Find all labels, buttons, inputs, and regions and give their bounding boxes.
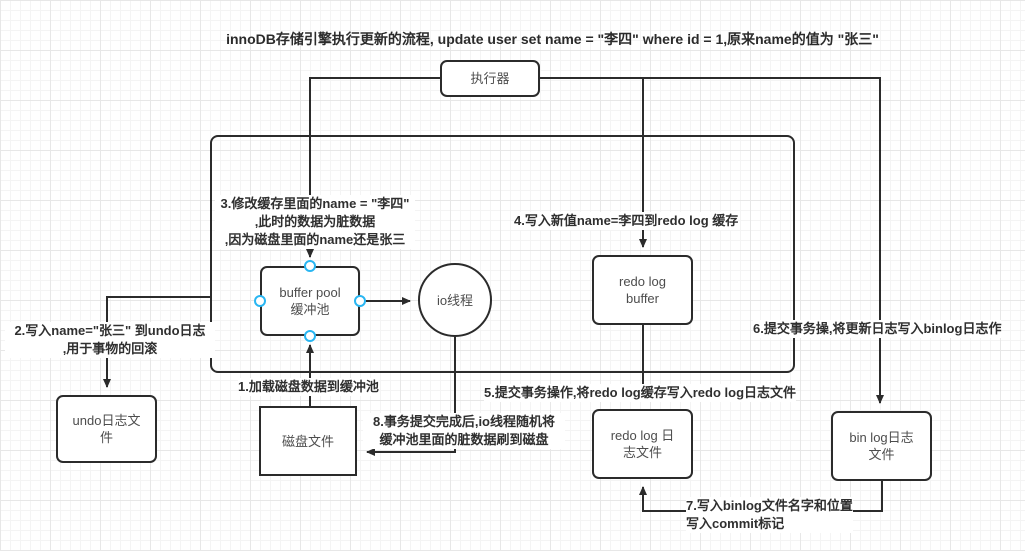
node-executor[interactable]: 执行器 <box>440 60 540 97</box>
node-undo-log-file-label-1: undo日志文 <box>72 413 141 428</box>
annotation-step2-line2: ,用于事物的回滚 <box>62 341 158 356</box>
annotation-step3[interactable]: 3.修改缓存里面的name = "李四" ,此时的数据为脏数据 ,因为磁盘里面的… <box>215 195 415 249</box>
node-bin-log-file-label-1: bin log日志 <box>849 430 914 445</box>
annotation-step4[interactable]: 4.写入新值name=李四到redo log 缓存 <box>514 212 739 230</box>
connection-point-top[interactable] <box>304 260 316 272</box>
annotation-step6[interactable]: 6.提交事务操,将更新日志写入binlog日志作 <box>753 320 1002 338</box>
annotation-step7-line1: 7.写入binlog文件名字和位置 <box>686 498 853 513</box>
node-buffer-pool-label-1: buffer pool <box>279 285 341 300</box>
annotation-step6-line1: 6.提交事务操,将更新日志写入binlog日志作 <box>753 321 1002 336</box>
annotation-step5-line1: 5.提交事务操作,将redo log缓存写入redo log日志文件 <box>484 385 797 400</box>
annotation-step3-line1: 3.修改缓存里面的name = "李四" <box>220 196 410 211</box>
annotation-step3-line2: ,此时的数据为脏数据 <box>254 214 376 229</box>
edge-io-thread-to-disk <box>366 337 456 456</box>
node-bin-log-file-label-2: 文件 <box>868 447 895 462</box>
node-undo-log-file[interactable]: undo日志文 件 <box>56 395 157 463</box>
annotation-step7-line2: 写入commit标记 <box>686 516 785 531</box>
connection-point-right[interactable] <box>354 295 366 307</box>
node-buffer-pool-label-2: 缓冲池 <box>290 302 330 317</box>
annotation-step5[interactable]: 5.提交事务操作,将redo log缓存写入redo log日志文件 <box>484 384 797 402</box>
node-undo-log-file-label-2: 件 <box>99 430 113 445</box>
annotation-step1[interactable]: 1.加载磁盘数据到缓冲池 <box>238 378 379 396</box>
innodb-engine-container[interactable] <box>210 135 795 373</box>
annotation-step2[interactable]: 2.写入name="张三" 到undo日志 ,用于事物的回滚 <box>5 322 215 358</box>
node-executor-label: 执行器 <box>470 71 510 86</box>
node-redo-log-file-label-1: redo log 日 <box>610 428 675 443</box>
annotation-step1-line1: 1.加载磁盘数据到缓冲池 <box>238 379 379 394</box>
node-buffer-pool[interactable]: buffer pool 缓冲池 <box>260 266 360 336</box>
connection-point-bottom[interactable] <box>304 330 316 342</box>
diagram-title[interactable]: innoDB存储引擎执行更新的流程, update user set name … <box>226 31 879 47</box>
node-redo-log-buffer-label-1: redo log <box>619 274 666 289</box>
annotation-step8[interactable]: 8.事务提交完成后,io线程随机将 缓冲池里面的脏数据刷到磁盘 <box>363 413 565 449</box>
node-io-thread[interactable]: io线程 <box>418 263 492 337</box>
annotation-step3-line3: ,因为磁盘里面的name还是张三 <box>224 232 406 247</box>
annotation-step7[interactable]: 7.写入binlog文件名字和位置 写入commit标记 <box>686 497 853 533</box>
node-redo-log-file[interactable]: redo log 日 志文件 <box>592 409 693 479</box>
annotation-step2-line1: 2.写入name="张三" 到undo日志 <box>14 323 206 338</box>
node-bin-log-file[interactable]: bin log日志 文件 <box>831 411 932 481</box>
annotation-step8-line1: 8.事务提交完成后,io线程随机将 <box>372 414 555 429</box>
node-io-thread-label: io线程 <box>436 292 474 308</box>
node-disk-file-label: 磁盘文件 <box>281 433 334 449</box>
annotation-step4-line1: 4.写入新值name=李四到redo log 缓存 <box>514 213 739 228</box>
node-disk-file[interactable]: 磁盘文件 <box>259 406 357 476</box>
node-redo-log-file-label-2: 志文件 <box>622 445 662 460</box>
edge-executor-to-binlog-file <box>540 77 884 404</box>
node-redo-log-buffer-label-2: buffer <box>625 291 659 306</box>
annotation-step8-line2: 缓冲池里面的脏数据刷到磁盘 <box>379 432 549 447</box>
connection-point-left[interactable] <box>254 295 266 307</box>
node-redo-log-buffer[interactable]: redo log buffer <box>592 255 693 325</box>
